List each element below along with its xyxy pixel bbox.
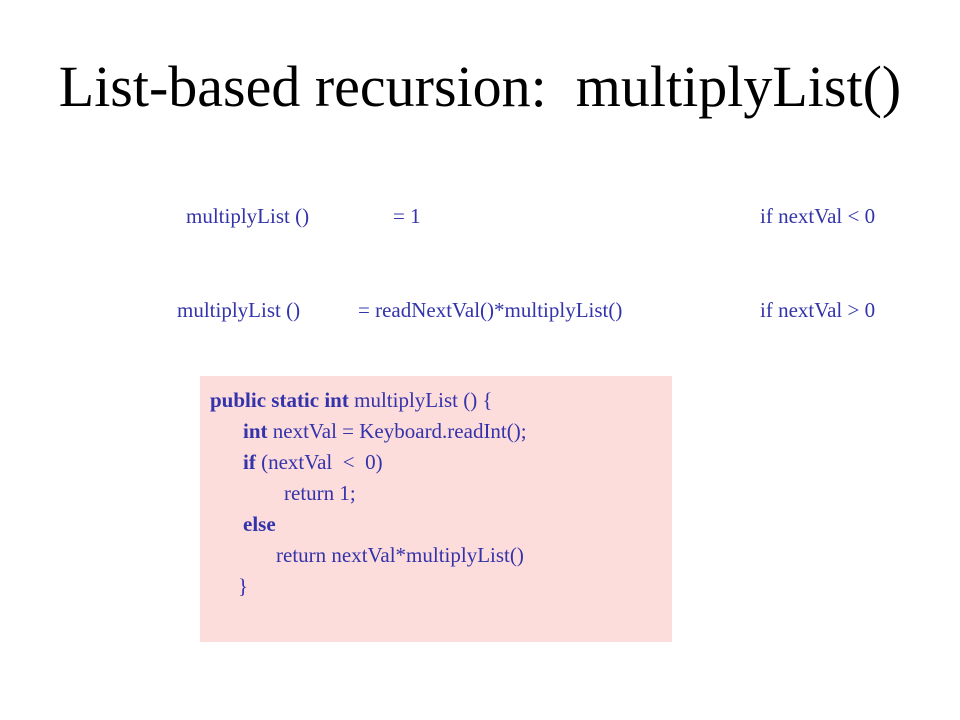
definition-row-2-condition: if nextVal > 0: [760, 298, 876, 322]
code-line-5: else: [243, 512, 276, 536]
code-text: (nextVal < 0): [255, 450, 383, 474]
code-text: multiplyList () {: [348, 388, 493, 412]
definition-row-2-rhs: = readNextVal()*multiplyList(): [358, 298, 623, 322]
code-block: public static int multiplyList () { int …: [200, 376, 672, 642]
definition-row-1-lhs: multiplyList (): [186, 204, 310, 228]
code-line-2: int nextVal = Keyboard.readInt();: [243, 419, 527, 444]
code-line-6: return nextVal*multiplyList(): [276, 543, 524, 567]
slide-title: List-based recursion: multiplyList(): [58, 54, 902, 119]
code-line-3: if (nextVal < 0): [243, 450, 383, 475]
code-keyword: int: [243, 419, 268, 443]
code-line-7: }: [238, 574, 249, 598]
definition-row-1-rhs: = 1: [393, 204, 421, 228]
code-keyword: public static int: [210, 388, 349, 412]
code-line-4: return 1;: [284, 481, 356, 505]
definition-row-2-lhs: multiplyList (): [177, 298, 301, 322]
code-text: nextVal = Keyboard.readInt();: [267, 419, 527, 443]
definition-row-1-condition: if nextVal < 0: [760, 204, 876, 228]
code-line-1: public static int multiplyList () {: [210, 388, 493, 413]
code-keyword: if: [243, 450, 256, 474]
